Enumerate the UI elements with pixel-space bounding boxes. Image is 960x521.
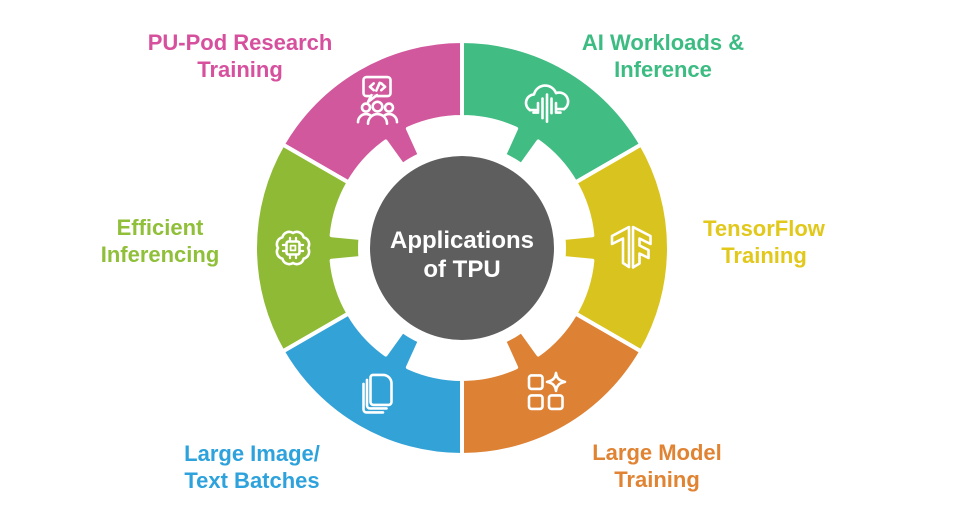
label-large-model-training: Large Model Training <box>592 439 722 493</box>
label-large-image-text-batches: Large Image/ Text Batches <box>184 440 320 494</box>
label-line: Inference <box>614 57 712 82</box>
center-title-line: of TPU <box>423 256 501 283</box>
label-line: Efficient <box>116 215 204 240</box>
tensorflow-icon <box>610 225 652 269</box>
label-line: AI Workloads & <box>581 30 745 55</box>
label-line: Text Batches <box>184 468 320 493</box>
center-title: Applications of TPU <box>390 226 534 284</box>
label-tensorflow-training: TensorFlow Training <box>703 215 825 269</box>
label-efficient-inferencing: Efficient Inferencing <box>101 214 220 268</box>
label-line: Training <box>614 467 700 492</box>
label-line: Large Model <box>592 440 722 465</box>
label-line: Inferencing <box>100 242 220 267</box>
label-line: Training <box>721 243 807 268</box>
label-line: Training <box>197 57 283 82</box>
label-ai-workloads-inference: AI Workloads & Inference <box>582 29 744 83</box>
label-pu-pod-research-training: PU-Pod Research Training <box>148 29 333 83</box>
research-team-icon <box>356 75 399 125</box>
segment-large-image-text-batches <box>280 311 464 457</box>
center-circle <box>370 156 554 340</box>
label-line: TensorFlow <box>703 216 825 241</box>
cloud-circuit-icon <box>524 84 570 123</box>
brain-chip-icon <box>275 230 311 266</box>
stacked-docs-icon <box>362 373 393 414</box>
modules-sparkle-icon <box>527 371 567 411</box>
center-title-line: Applications <box>389 227 535 254</box>
label-line: PU-Pod Research <box>147 30 333 55</box>
segment-pu-pod-research-training <box>280 39 464 185</box>
segment-tensorflow-training <box>561 142 671 354</box>
label-line: Large Image/ <box>184 441 320 466</box>
